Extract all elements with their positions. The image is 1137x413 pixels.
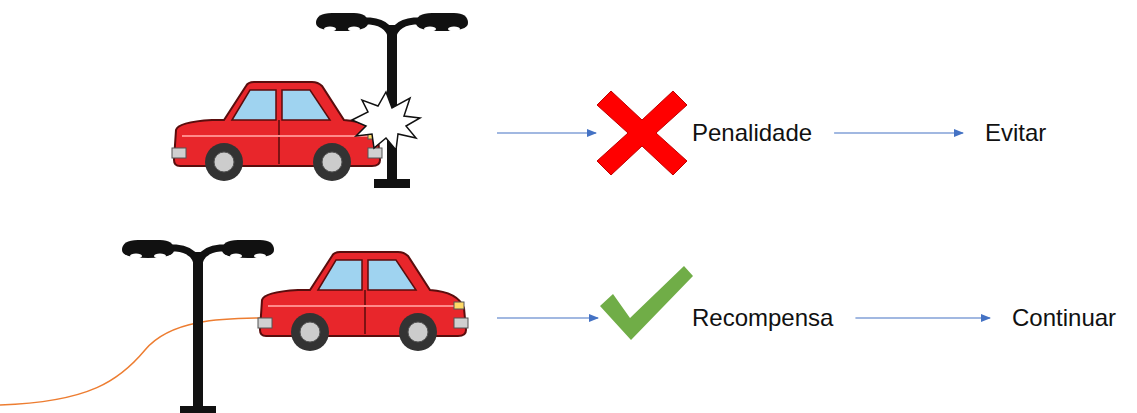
car	[258, 252, 468, 351]
flow-arrow	[497, 132, 596, 133]
text-node: Continuar	[1012, 303, 1116, 333]
node-label: Penalidade	[692, 118, 812, 148]
safe-scene	[0, 240, 468, 413]
flow-arrow	[834, 132, 963, 133]
cross-symbol	[597, 91, 687, 175]
text-node: Penalidade	[692, 118, 812, 148]
car	[172, 82, 382, 181]
flow-arrow	[855, 317, 990, 318]
text-node: Recompensa	[692, 303, 833, 333]
lamp-post	[316, 13, 468, 188]
car-trajectory	[0, 318, 268, 405]
node-label: Recompensa	[692, 303, 833, 333]
check-symbol	[600, 266, 693, 340]
text-node: Evitar	[985, 118, 1046, 148]
node-label: Continuar	[1012, 303, 1116, 333]
crash-scene	[172, 13, 468, 188]
node-label: Evitar	[985, 118, 1046, 148]
lamp-post	[122, 240, 274, 413]
flow-arrow	[497, 317, 598, 318]
crash-burst	[352, 92, 420, 150]
